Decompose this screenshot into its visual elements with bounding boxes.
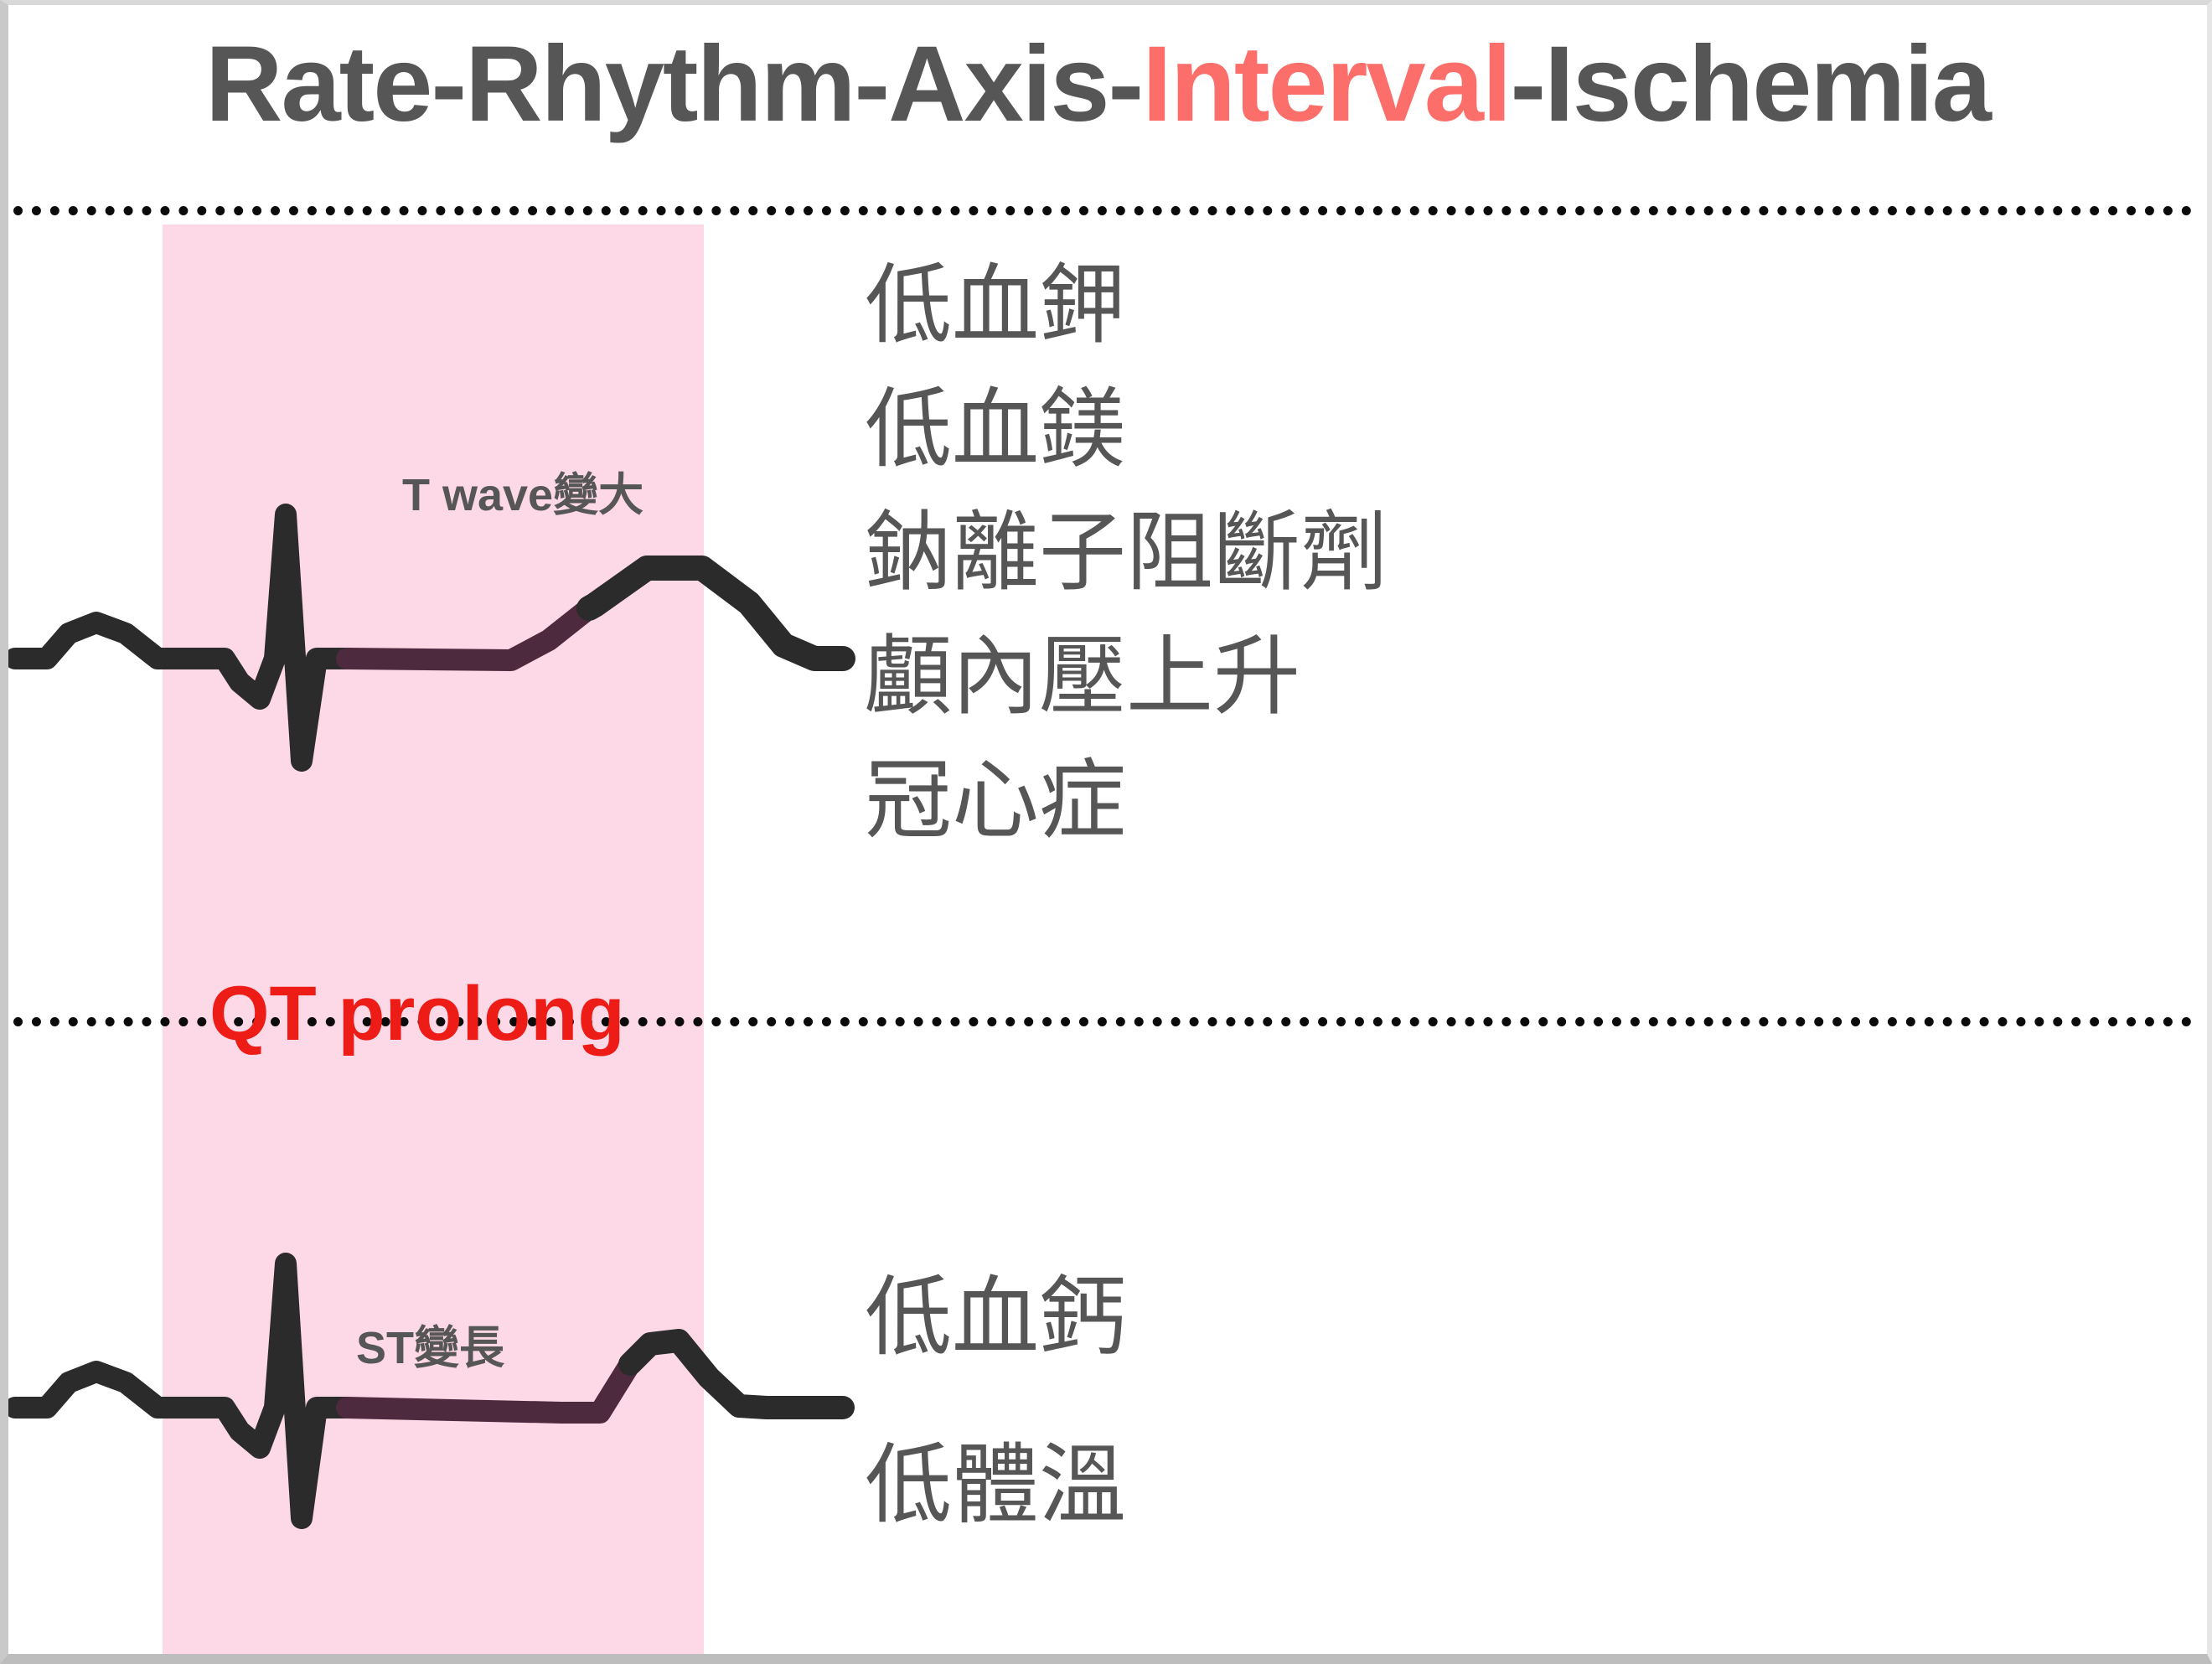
annotation-t-wave-enlarged: T wave變大 <box>402 470 644 520</box>
ecg-lower-st-segment <box>336 1353 641 1424</box>
qt-prolong-label: QT prolong <box>209 971 625 1057</box>
cause-item: 低體溫 <box>865 1436 1127 1534</box>
ecg-tracing-upper <box>8 357 855 793</box>
title-suffix: -Ischemia <box>1510 24 1991 144</box>
cause-list-lower: 低血鈣 低體溫 <box>865 1235 1126 1569</box>
cause-item: 鈉離子阻斷劑 <box>865 504 1388 602</box>
slide-canvas: Rate-Rhythm-Axis-Interval-Ischemia T wav… <box>8 5 2207 1654</box>
ecg-lower-trace-main <box>8 1253 358 1529</box>
cause-item: 低血鎂 <box>865 380 1127 478</box>
title-prefix: Rate-Rhythm-Axis- <box>205 24 1144 144</box>
ecg-tracing-lower <box>8 1136 855 1530</box>
cause-item: 冠心症 <box>865 752 1127 850</box>
divider-middle <box>13 1017 2192 1026</box>
divider-top <box>13 206 2192 215</box>
ecg-upper-st-segment <box>336 597 600 671</box>
page-title: Rate-Rhythm-Axis-Interval-Ischemia <box>8 28 2187 141</box>
cause-item: 低血鈣 <box>865 1269 1127 1367</box>
ecg-lower-svg <box>8 1253 855 1529</box>
ecg-upper-t-wave <box>576 556 855 671</box>
ecg-lower-t-wave <box>618 1329 855 1419</box>
ecg-upper-svg <box>8 504 855 772</box>
title-accent-interval: Interval <box>1142 24 1512 144</box>
ecg-upper-trace-main <box>8 504 358 772</box>
cause-item: 顱內壓上升 <box>865 628 1301 726</box>
cause-list-upper: 低血鉀 低血鎂 鈉離子阻斷劑 顱內壓上升 冠心症 <box>865 245 1388 863</box>
cause-item: 低血鉀 <box>865 257 1127 354</box>
annotation-st-prolonged: ST變長 <box>356 1323 505 1373</box>
